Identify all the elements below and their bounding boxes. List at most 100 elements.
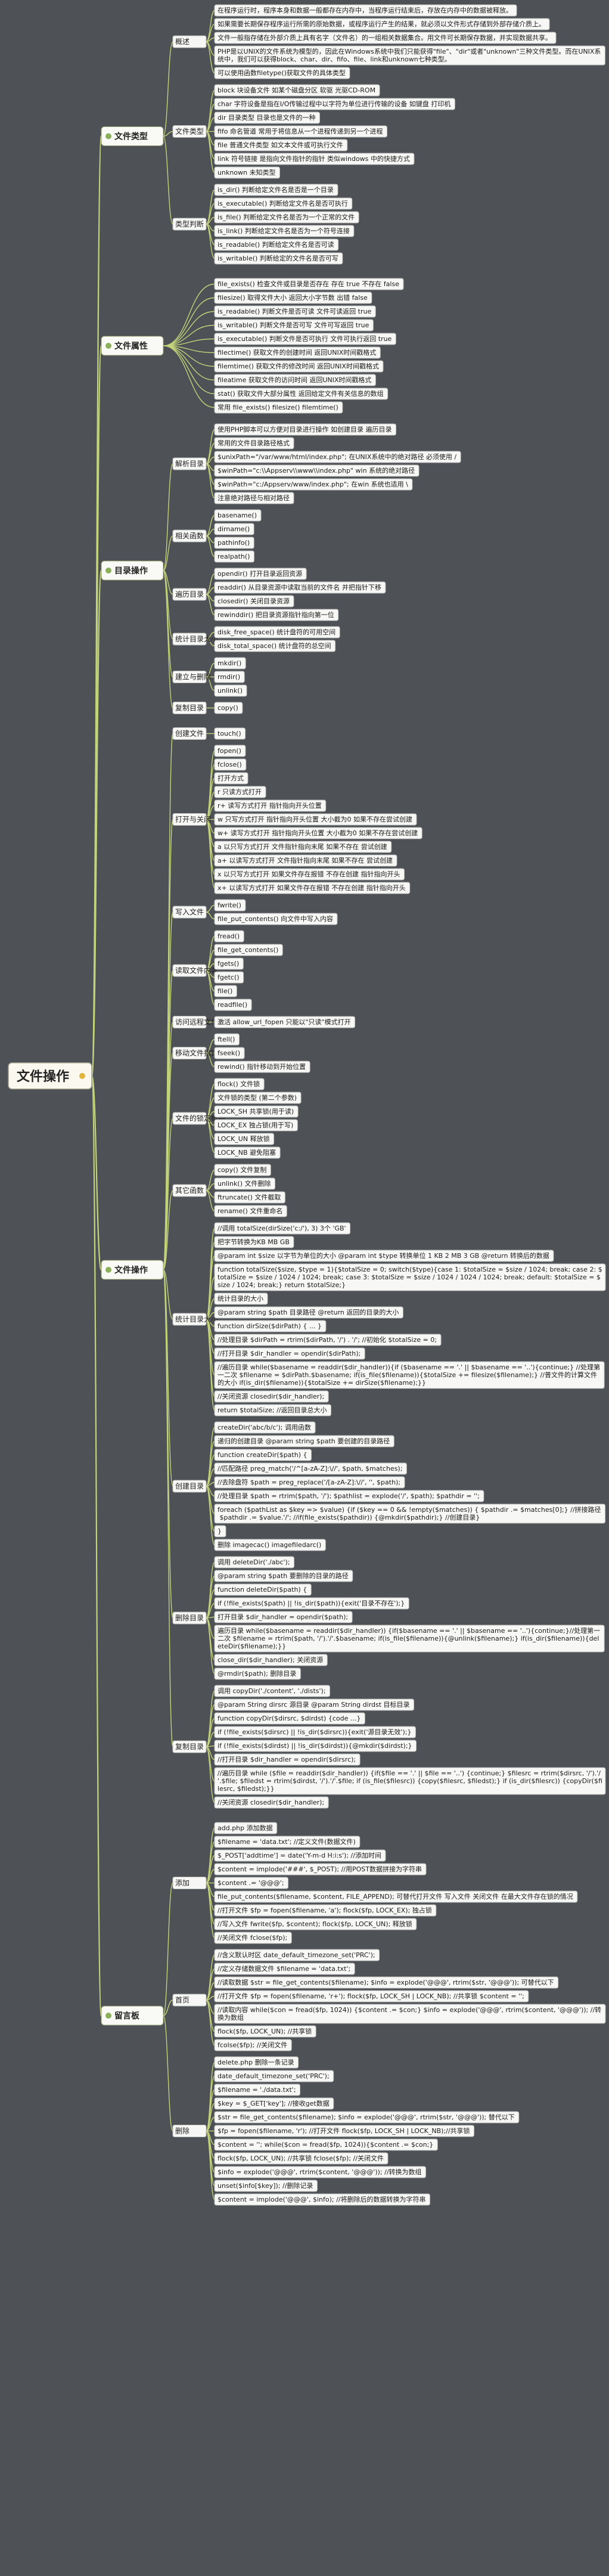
- leaf-node[interactable]: delete.php 删除一条记录: [214, 2056, 299, 2069]
- leaf-node[interactable]: filemtime() 获取文件的修改时间 返回UNIX时间戳格式: [214, 360, 384, 373]
- leaf-node[interactable]: is_readable() 判断给定文件名是否可读: [214, 238, 339, 251]
- leaf-node[interactable]: a 以只写方式打开 文件指针指向末尾 如果不存在 尝试创建: [214, 841, 392, 853]
- leaf-node[interactable]: fcolse($fp); //关闭文件: [214, 2039, 292, 2051]
- leaf-node[interactable]: block 块设备文件 如某个磁盘分区 软驱 光驱CD-ROM: [214, 84, 380, 97]
- leaf-node[interactable]: rewinddir() 把目录资源指针指向第一位: [214, 609, 339, 621]
- leaf-node[interactable]: basename(): [214, 509, 262, 522]
- group-node[interactable]: 其它函数: [172, 1184, 207, 1197]
- leaf-node[interactable]: pathinfo(): [214, 537, 254, 549]
- leaf-node[interactable]: return $totalSize; //返回目录总大小: [214, 1404, 331, 1416]
- category-node[interactable]: 文件操作: [101, 1260, 164, 1280]
- leaf-node[interactable]: link 符号链接 是指向文件指针的指针 类似windows 中的快捷方式: [214, 153, 415, 165]
- leaf-node[interactable]: 调用 deleteDir('./abc');: [214, 1556, 295, 1568]
- group-node[interactable]: 创建目录: [172, 1480, 207, 1493]
- leaf-node[interactable]: $info = explode('@@@', rtrim($content, '…: [214, 2166, 427, 2178]
- leaf-node[interactable]: $unixPath="/var/www/html/index.php"; 在UN…: [214, 451, 461, 463]
- leaf-node[interactable]: file(): [214, 985, 237, 997]
- leaf-node[interactable]: 打开方式: [214, 772, 248, 785]
- leaf-node[interactable]: //读取内容 while($con = fread($fp, 1024)) {$…: [214, 2004, 606, 2024]
- leaf-node[interactable]: unknown 未知类型: [214, 166, 280, 179]
- group-node[interactable]: 访问远程文件: [172, 1016, 218, 1028]
- leaf-node[interactable]: 遍历目录 while($basename = readdir($dir_hand…: [214, 1625, 605, 1653]
- leaf-node[interactable]: realpath(): [214, 550, 254, 563]
- leaf-node[interactable]: ftell(): [214, 1033, 240, 1046]
- leaf-node[interactable]: readdir() 从目录资源中读取当前的文件名 并把指针下移: [214, 581, 386, 594]
- leaf-node[interactable]: ftruncate() 文件截取: [214, 1191, 285, 1204]
- leaf-node[interactable]: readfile(): [214, 999, 252, 1011]
- group-node[interactable]: 解析目录: [172, 457, 207, 470]
- leaf-node[interactable]: //处理目录 $path = rtrim($path, '/'); $pathl…: [214, 1490, 484, 1502]
- leaf-node[interactable]: function totalSize($size, $type = 1){$to…: [214, 1263, 606, 1291]
- leaf-node[interactable]: //关闭资源 closedir($dir_handler);: [214, 1796, 329, 1809]
- leaf-node[interactable]: $str = file_get_contents($filename); $in…: [214, 2111, 520, 2124]
- leaf-node[interactable]: fread(): [214, 930, 244, 943]
- leaf-node[interactable]: LOCK_SH 共享锁(用于读): [214, 1105, 299, 1118]
- leaf-node[interactable]: $filename = 'data.txt'; //定义文件(数据文件): [214, 1836, 361, 1848]
- leaf-node[interactable]: flock($fp, LOCK_UN); //共享锁: [214, 2025, 316, 2038]
- group-node[interactable]: 写入文件: [172, 906, 207, 919]
- leaf-node[interactable]: //匹配路径 preg_match('/^[a-zA-Z]:\//', $pat…: [214, 1462, 407, 1475]
- group-node[interactable]: 首页: [172, 1994, 207, 2007]
- leaf-node[interactable]: fseek(): [214, 1047, 245, 1059]
- leaf-node[interactable]: //写入文件 fwrite($fp, $content); flock($fp,…: [214, 1918, 417, 1930]
- leaf-node[interactable]: char 字符设备是指在I/O传输过程中以字符为单位进行传输的设备 如键盘 打印…: [214, 98, 455, 110]
- leaf-node[interactable]: 注意绝对路径与相对路径: [214, 492, 294, 504]
- leaf-node[interactable]: fileatime 获取文件的访问时间 返回UNIX时间戳格式: [214, 374, 376, 386]
- leaf-node[interactable]: 文件一般指存储在外部介质上具有名字（文件名）的一组相关数据集合。用文件可长期保存…: [214, 32, 557, 44]
- leaf-node[interactable]: $winPath="c:\\Appserv\\www\\index.php" w…: [214, 464, 420, 477]
- leaf-node[interactable]: flock($fp, LOCK_UN); //共享锁 fclose($fp); …: [214, 2152, 389, 2165]
- leaf-node[interactable]: filectime() 获取文件的创建时间 返回UNIX时间戳格式: [214, 346, 381, 359]
- group-node[interactable]: 读取文件内容: [172, 964, 218, 977]
- leaf-node[interactable]: 如果需要长期保存程序运行所需的原始数据，或程序运行产生的结果，就必须以文件形式存…: [214, 18, 550, 30]
- group-node[interactable]: 文件类型: [172, 125, 207, 138]
- leaf-node[interactable]: $content = implode('###', $_POST); //用PO…: [214, 1863, 427, 1876]
- leaf-node[interactable]: 调用 copyDir('./content', './dists');: [214, 1685, 331, 1697]
- leaf-node[interactable]: rename() 文件重命名: [214, 1205, 287, 1217]
- leaf-node[interactable]: is_readable() 判断文件是否可读 文件可读返回 true: [214, 305, 376, 318]
- group-node[interactable]: 复制目录: [172, 1740, 207, 1753]
- group-node[interactable]: 类型判断: [172, 218, 207, 231]
- leaf-node[interactable]: disk_free_space() 统计盘符的可用空间: [214, 626, 340, 638]
- leaf-node[interactable]: unlink(): [214, 684, 247, 697]
- leaf-node[interactable]: function copyDir($dirsrc, $dirdst) {code…: [214, 1712, 365, 1725]
- leaf-node[interactable]: is_dir() 判断给定文件名是否是一个目录: [214, 184, 338, 196]
- leaf-node[interactable]: file_put_contents() 向文件中写入内容: [214, 913, 338, 925]
- leaf-node[interactable]: LOCK_EX 独占锁(用于写): [214, 1119, 298, 1132]
- leaf-node[interactable]: //去除盘符 $path = preg_replace('/[a-zA-Z]:\…: [214, 1476, 405, 1489]
- leaf-node[interactable]: copy() 文件复制: [214, 1164, 271, 1176]
- leaf-node[interactable]: 常用 file_exists() filesize() filemtime(): [214, 401, 343, 414]
- group-node[interactable]: 创建文件: [172, 727, 207, 740]
- leaf-node[interactable]: //含义默认时区 date_default_timezone_set('PRC'…: [214, 1949, 380, 1961]
- leaf-node[interactable]: stat() 获取文件大部分属性 返回给定文件有关信息的数组: [214, 388, 389, 400]
- leaf-node[interactable]: file_put_contents($filename, $content, F…: [214, 1890, 578, 1903]
- leaf-node[interactable]: x+ 以读写方式打开 如果文件存在报错 不存在创建 指针指向开头: [214, 882, 411, 894]
- group-node[interactable]: 遍历目录: [172, 588, 207, 601]
- leaf-node[interactable]: @param int $size 以字节为单位的大小 @param int $t…: [214, 1250, 554, 1262]
- group-node[interactable]: 复制目录: [172, 702, 207, 714]
- leaf-node[interactable]: date_default_timezone_set('PRC');: [214, 2070, 334, 2082]
- group-node[interactable]: 删除: [172, 2125, 207, 2137]
- leaf-node[interactable]: PHP是以UNIX的文件系统为模型的，因此在Windows系统中我们只能获得"f…: [214, 45, 605, 66]
- leaf-node[interactable]: 可以使用函数filetype()获取文件的具体类型: [214, 67, 350, 79]
- leaf-node[interactable]: fifo 命名管道 常用于将信息从一个进程传递到另一个进程: [214, 125, 388, 138]
- leaf-node[interactable]: close_dir($dir_handler); 关闭资源: [214, 1654, 328, 1666]
- leaf-node[interactable]: 统计目录的大小: [214, 1292, 268, 1305]
- leaf-node[interactable]: fopen(): [214, 745, 246, 757]
- leaf-node[interactable]: //读取数据 $str = file_get_contents($filenam…: [214, 1976, 559, 1989]
- group-node[interactable]: 打开与关闭: [172, 813, 211, 826]
- leaf-node[interactable]: 常用的文件目录路径格式: [214, 437, 294, 450]
- leaf-node[interactable]: //打开目录 $dir_handler = opendir($dirPath);: [214, 1347, 365, 1360]
- leaf-node[interactable]: unset($info[$key]); //删除记录: [214, 2180, 318, 2192]
- leaf-node[interactable]: is_writable() 判断给定的文件名是否可写: [214, 252, 343, 265]
- group-node[interactable]: 建立与删除: [172, 671, 211, 683]
- leaf-node[interactable]: closedir() 关闭目录资源: [214, 595, 294, 607]
- leaf-node[interactable]: is_link() 判断给定文件名是否为一个符号连接: [214, 225, 355, 237]
- leaf-node[interactable]: 把字节转换为KB MB GB: [214, 1236, 294, 1248]
- leaf-node[interactable]: 递归的创建目录 @param string $path 要创建的目录路径: [214, 1435, 394, 1447]
- leaf-node[interactable]: 删除 imagecac() imagefiledarc(): [214, 1539, 326, 1551]
- leaf-node[interactable]: function dirSize($dirPath) { ... }: [214, 1320, 327, 1332]
- group-node[interactable]: 文件的锁定机制: [172, 1112, 225, 1125]
- category-node[interactable]: 留言板: [101, 2005, 164, 2026]
- leaf-node[interactable]: LOCK_NB 避免阻塞: [214, 1146, 281, 1159]
- leaf-node[interactable]: 在程序运行时，程序本身和数据一般都存在内存中，当程序运行结束后，存放在内存中的数…: [214, 4, 517, 17]
